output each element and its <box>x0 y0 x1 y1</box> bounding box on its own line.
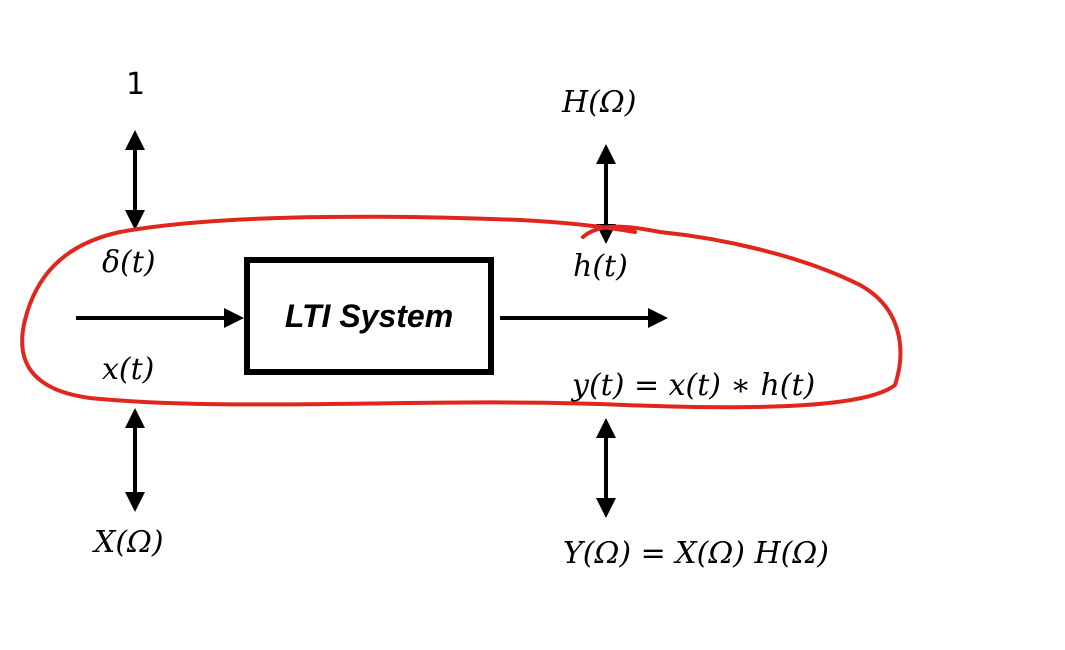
lti-system-label: LTI System <box>284 297 454 334</box>
delta-label: δ(t) <box>102 245 156 280</box>
impulse-spectrum-label: 1 <box>126 67 146 102</box>
impulse-response-label: h(t) <box>573 249 628 284</box>
frequency-response-label: H(Ω) <box>562 85 637 120</box>
output-spectrum-label: Y(Ω) = X(Ω) H(Ω) <box>563 536 829 571</box>
red-annotation-loop <box>20 214 903 410</box>
input-signal-label: x(t) <box>102 352 155 387</box>
lti-system-block: LTI System <box>244 257 494 375</box>
input-spectrum-label: X(Ω) <box>94 525 164 560</box>
output-convolution-label: y(t) = x(t) ∗ h(t) <box>572 368 816 403</box>
